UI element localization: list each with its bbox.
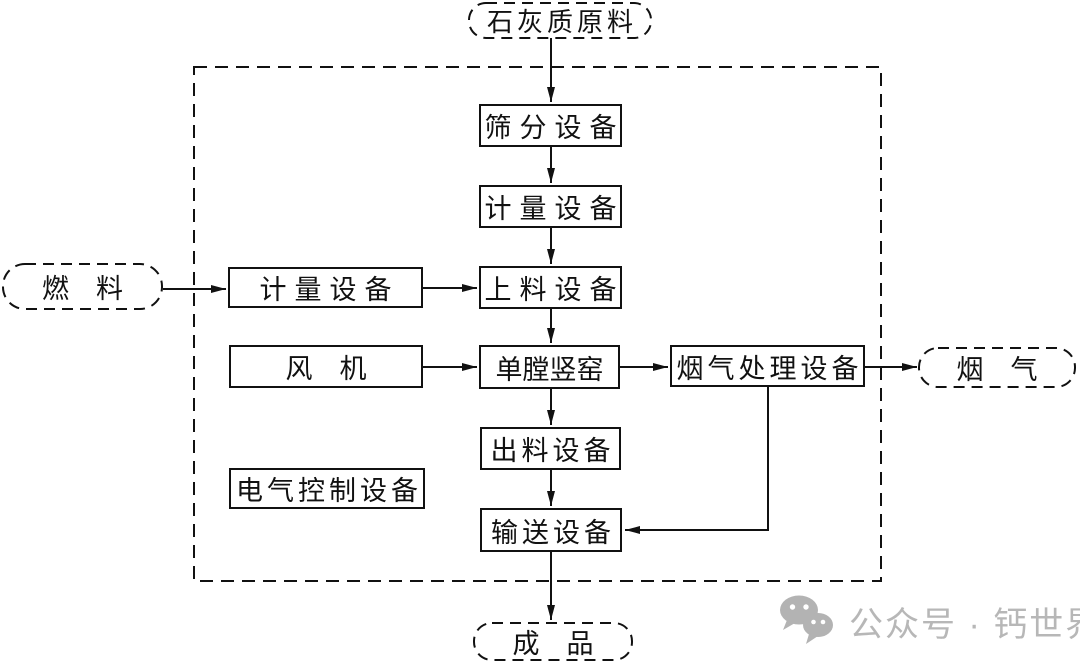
node-single-chamber-shaft-kiln: 单膛竖窑 — [479, 345, 620, 389]
watermark-text: 公众号 · 钙世界 — [849, 605, 1080, 644]
node-fuel: 燃 料 — [2, 263, 163, 310]
node-label: 石灰质原料 — [486, 7, 637, 37]
node-label: 风 机 — [285, 354, 367, 384]
node-label: 输送设备 — [491, 517, 615, 548]
system-boundary-dashed-frame — [193, 66, 882, 582]
node-metering-equipment-fuel: 计量设备 — [228, 267, 423, 308]
node-label: 计量设备 — [484, 194, 625, 224]
node-screening-equipment: 筛分设备 — [479, 104, 622, 147]
watermark: 公众号 · 钙世界 — [779, 595, 1080, 647]
edge-fluegastreatment-conveying — [625, 387, 769, 534]
node-finished-product: 成 品 — [473, 622, 633, 661]
node-conveying-equipment: 输送设备 — [480, 508, 622, 552]
limestone-stadium-outline — [468, 2, 652, 39]
fuel-stadium-outline — [2, 263, 163, 310]
node-label: 单膛竖窑 — [495, 354, 604, 385]
node-label: 烟 气 — [956, 355, 1038, 385]
node-label: 上料设备 — [484, 275, 625, 305]
node-label: 烟气处理设备 — [676, 353, 863, 384]
flue-gas-stadium-outline — [918, 347, 1076, 388]
node-label: 燃 料 — [42, 274, 123, 304]
node-charging-equipment: 上料设备 — [479, 266, 622, 309]
node-label: 电气控制设备 — [236, 476, 422, 506]
node-label: 出料设备 — [490, 436, 615, 466]
node-flue-gas: 烟 气 — [918, 347, 1076, 388]
product-stadium-outline — [473, 622, 633, 661]
node-limestone-raw-material: 石灰质原料 — [468, 2, 652, 38]
node-label: 计量设备 — [259, 275, 400, 305]
node-fan: 风 机 — [229, 345, 423, 388]
node-label: 成 品 — [512, 629, 594, 659]
node-metering-equipment-main: 计量设备 — [479, 185, 622, 228]
wechat-icon — [780, 595, 833, 644]
node-discharging-equipment: 出料设备 — [480, 427, 621, 470]
node-electrical-control-equipment: 电气控制设备 — [229, 468, 425, 509]
node-flue-gas-treatment-equipment: 烟气处理设备 — [670, 345, 865, 387]
node-label: 筛分设备 — [484, 113, 625, 143]
